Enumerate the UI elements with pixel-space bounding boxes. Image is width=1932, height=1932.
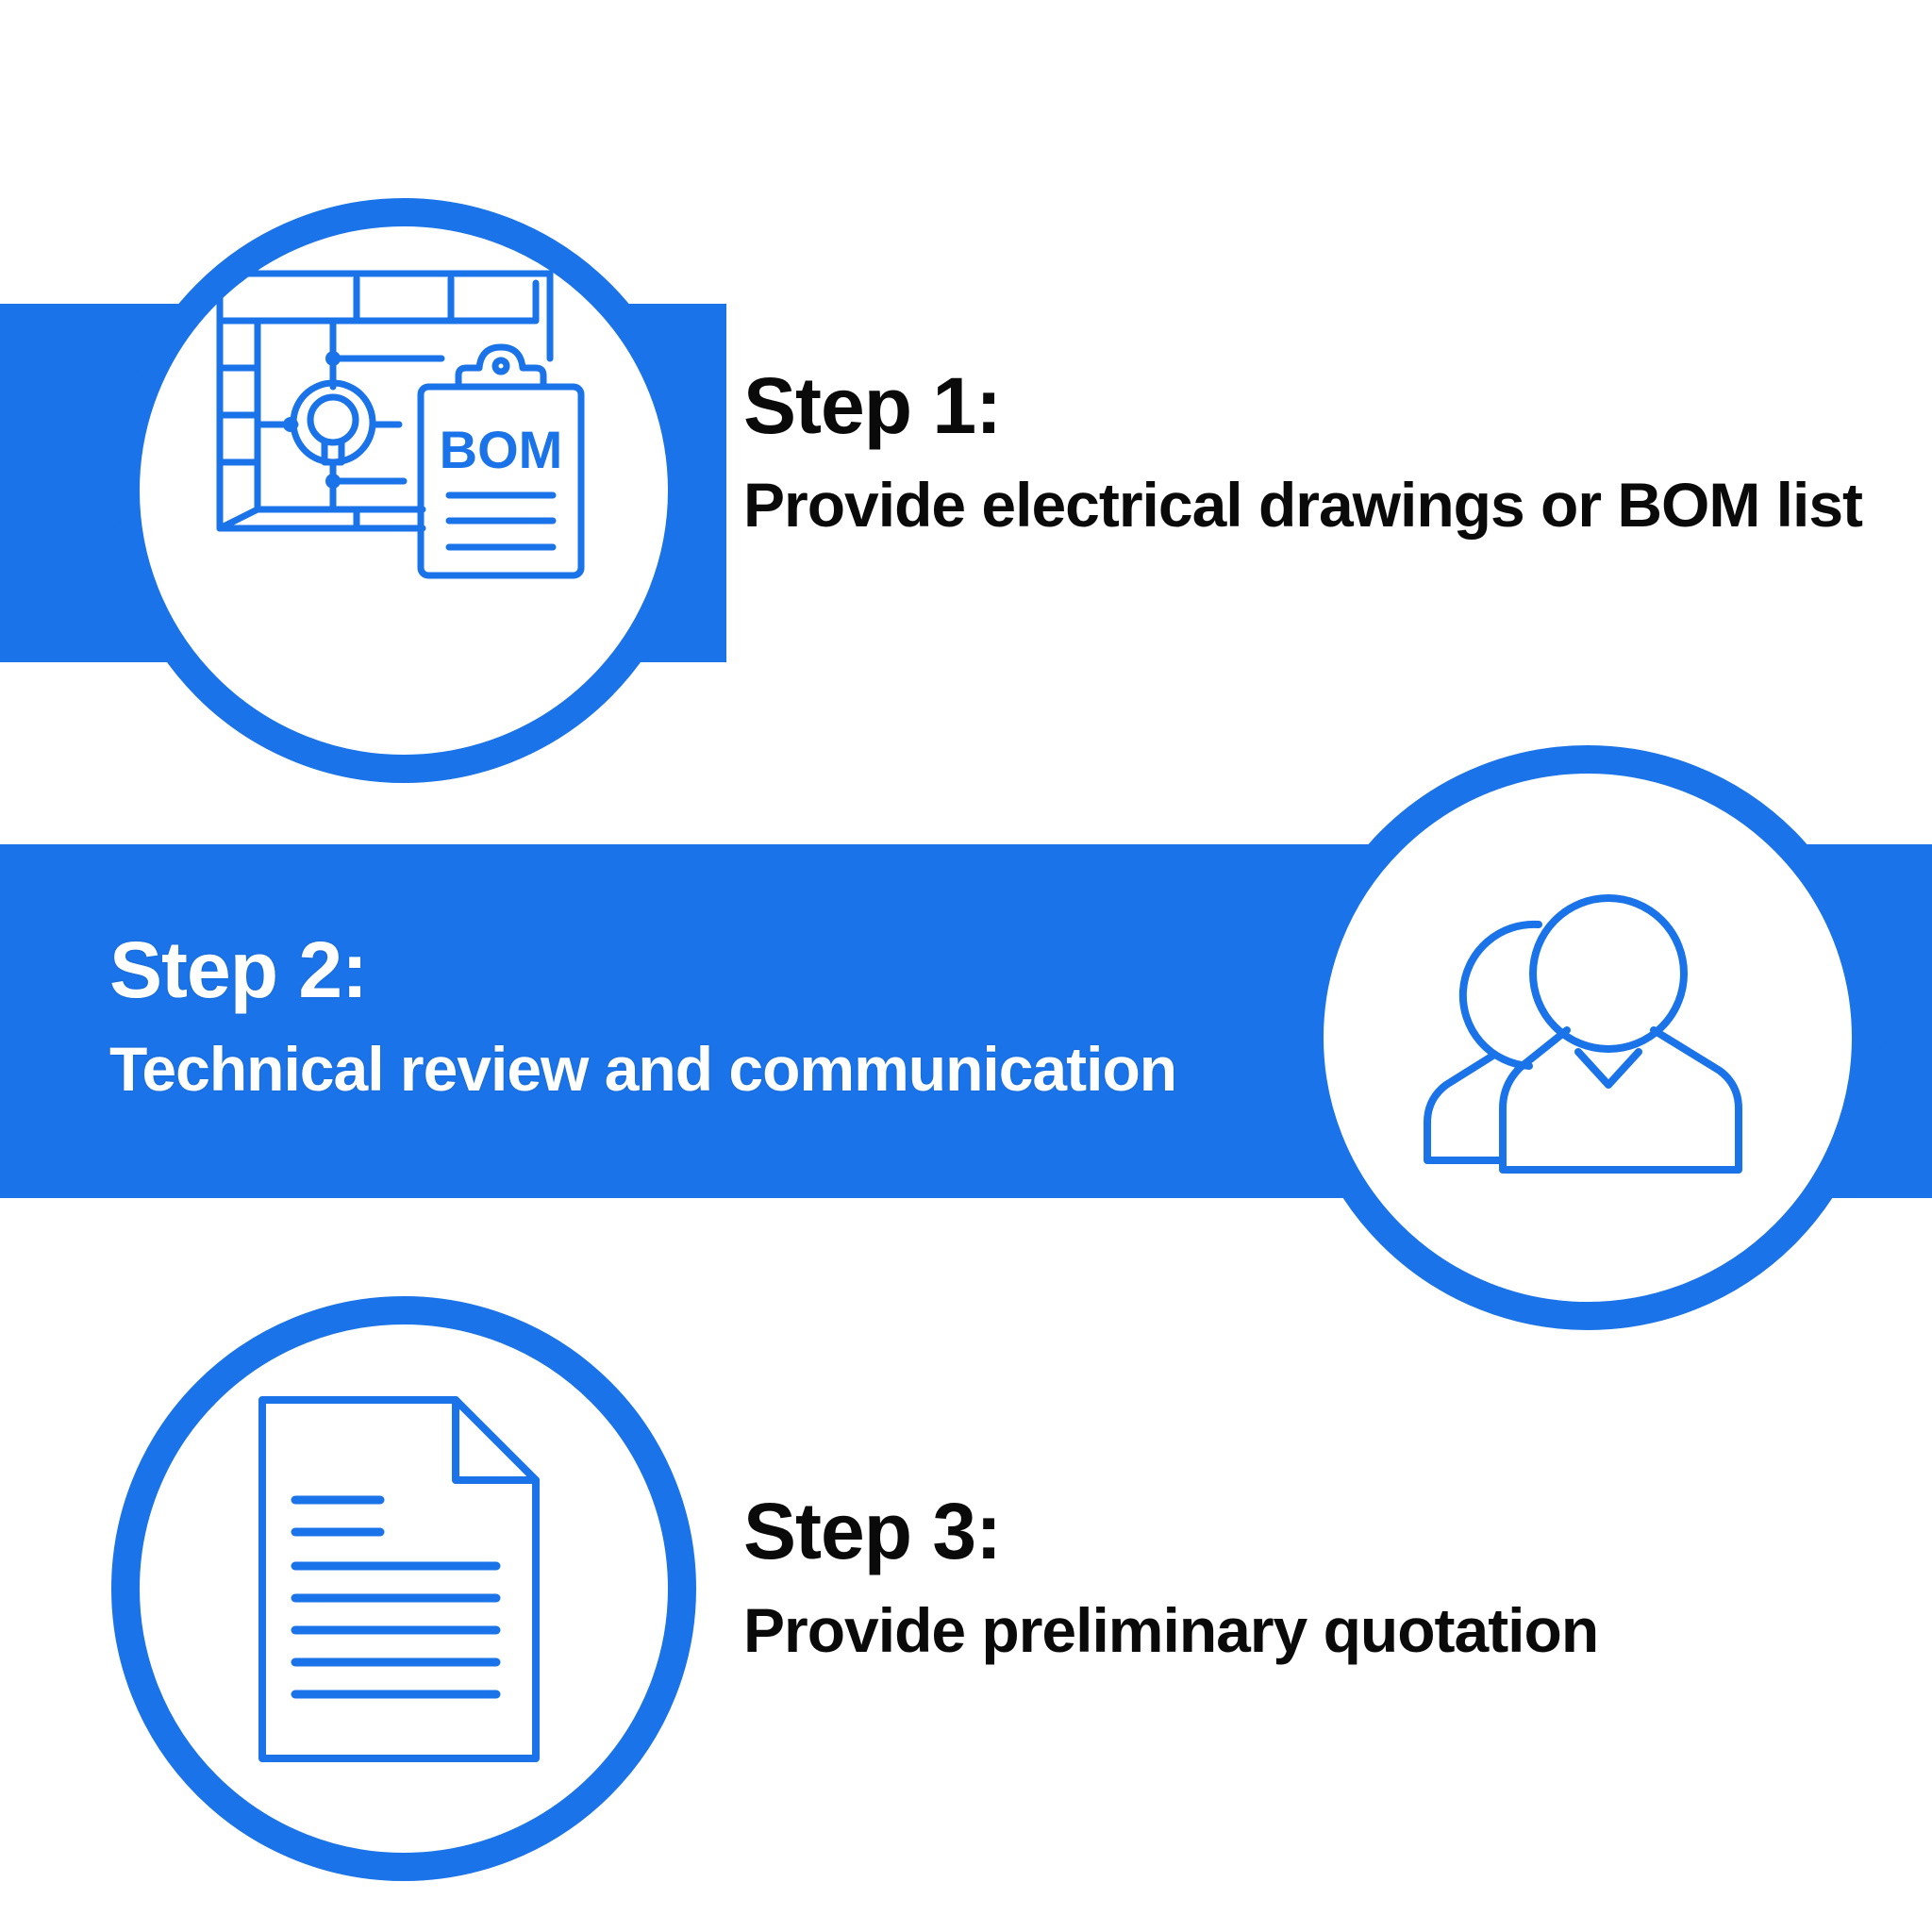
step1-title: Step 1: — [743, 361, 1002, 450]
step2-icon-circle — [1295, 745, 1880, 1330]
step1-description: Provide electrical drawings or BOM list — [743, 470, 1863, 540]
step2-text: Step 2: Technical review and communicati… — [109, 924, 1289, 1106]
step3-description: Provide preliminary quotation — [743, 1595, 1599, 1665]
step2-title: Step 2: — [109, 925, 368, 1014]
document-icon — [258, 1396, 540, 1762]
people-icon — [1424, 894, 1742, 1174]
blueprint-bom-icon: BOM — [216, 270, 585, 579]
step2-description: Technical review and communication — [109, 1034, 1177, 1104]
step1-icon-circle: BOM — [111, 198, 696, 783]
bom-label: BOM — [440, 420, 563, 479]
step1-text: Step 1: Provide electrical drawings or B… — [743, 360, 1875, 541]
step3-icon-circle — [111, 1296, 696, 1881]
step3-text: Step 3: Provide preliminary quotation — [743, 1486, 1875, 1667]
step3-title: Step 3: — [743, 1487, 1002, 1575]
